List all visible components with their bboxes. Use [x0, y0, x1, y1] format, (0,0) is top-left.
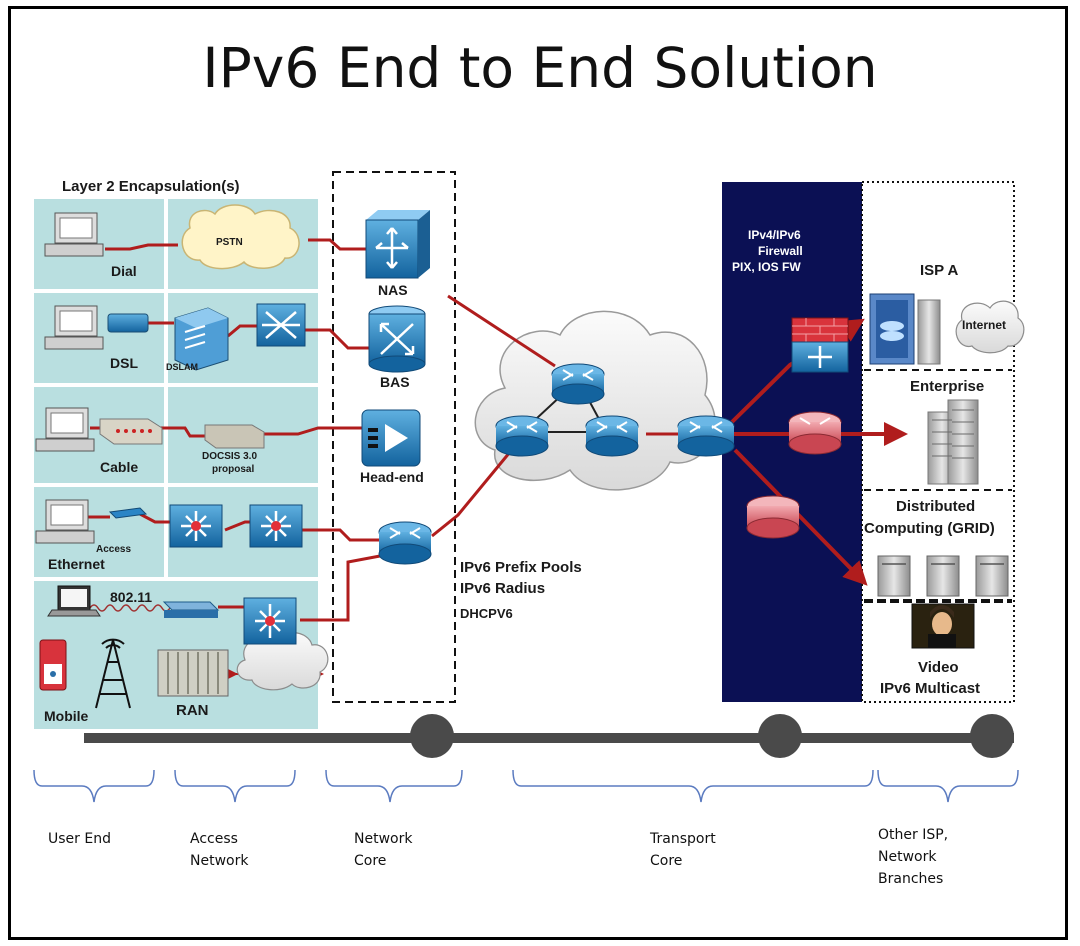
ran-rack-icon [157, 649, 229, 697]
enterprise-router-icon [788, 411, 842, 455]
docsis-label-line2: proposal [212, 464, 255, 475]
grid-label-line2: Computing (GRID) [864, 520, 995, 537]
access-switch-icon [108, 507, 148, 519]
isp-building-icon [917, 299, 941, 365]
ran-label: RAN [176, 702, 209, 719]
segment-transport-line1: Transport [650, 831, 716, 847]
dslam-icon [174, 307, 229, 371]
bas-label: BAS [380, 374, 410, 390]
access-point-icon [162, 601, 220, 618]
segment-transport-line2: Core [650, 853, 683, 869]
segment-access-network: Access Network [190, 828, 248, 872]
video-label-line2: IPv6 Multicast [880, 680, 981, 697]
mobile-phone-icon [39, 639, 67, 691]
firewall-label-line2: Firewall [758, 244, 803, 258]
timeline-bar [84, 714, 1014, 758]
dslam-label: DSLAM [166, 362, 198, 372]
headend-icon [361, 409, 421, 467]
laptop-icon [47, 585, 101, 617]
nas-icon [365, 210, 430, 279]
dhcp-label: DHCPV6 [460, 606, 513, 621]
segment-other-line3: Branches [878, 871, 944, 887]
grid-label-line1: Distributed [896, 498, 976, 515]
video-thumbnail [911, 603, 975, 649]
docsis-label-line1: DOCSIS 3.0 [202, 451, 258, 462]
ethernet-computer-icon [35, 499, 95, 544]
dial-computer-icon [44, 212, 104, 257]
prefix-pools-label: IPv6 Prefix Pools [460, 559, 582, 576]
mobile-label: Mobile [44, 708, 89, 724]
antenna-tower-icon [95, 638, 131, 709]
cable-label: Cable [100, 459, 139, 475]
ethernet-switch-2-icon [249, 504, 303, 548]
segment-network-core: Network Core [354, 828, 412, 872]
dsl-label: DSL [110, 355, 138, 371]
access-label: Access [96, 544, 132, 555]
aggregation-router-icon [378, 521, 432, 565]
grid-servers-icon [877, 555, 1009, 597]
cable-computer-icon [35, 407, 95, 452]
ethernet-switch-1-icon [169, 504, 223, 548]
docsis-box-icon [204, 424, 265, 449]
segment-braces [33, 769, 1019, 803]
grid-router-icon [746, 495, 800, 539]
edge-router-icon [677, 415, 735, 457]
isp-a-label: ISP A [920, 262, 959, 279]
pstn-label: PSTN [216, 237, 243, 248]
dsl-computer-icon [44, 305, 104, 350]
headend-label: Head-end [360, 469, 424, 485]
segment-other-line2: Network [878, 849, 937, 865]
network-links [84, 238, 678, 622]
layer2-label: Layer 2 Encapsulation(s) [62, 178, 240, 195]
firewall-icon [791, 317, 849, 373]
cable-modem-icon [99, 418, 163, 445]
enterprise-label: Enterprise [910, 378, 985, 395]
segment-other-isp: Other ISP, Network Branches [878, 824, 948, 890]
dsl-modem-icon [107, 313, 149, 333]
segment-netcore-line2: Core [354, 853, 387, 869]
dsl-switch-icon [256, 303, 306, 347]
core-router-left-icon [495, 415, 549, 457]
segment-transport-core: Transport Core [650, 828, 716, 872]
pstn-cloud [181, 204, 300, 270]
enterprise-building-icon [927, 399, 979, 485]
segment-access-line2: Network [190, 853, 249, 869]
segment-other-line1: Other ISP, [878, 827, 949, 843]
nas-label: NAS [378, 282, 408, 298]
segment-netcore-line1: Network [354, 831, 413, 847]
firewall-label-line3: PIX, IOS FW [732, 260, 801, 274]
segment-user-end-label: User End [48, 831, 111, 847]
other-isp-box [861, 181, 1015, 703]
segment-user-end: User End [48, 828, 111, 850]
ethernet-label: Ethernet [48, 556, 105, 572]
bas-icon [368, 305, 426, 373]
radius-label: IPv6 Radius [460, 580, 546, 597]
wifi-switch-icon [243, 597, 297, 645]
wifi-label: 802.11 [110, 589, 153, 605]
dial-label: Dial [111, 263, 137, 279]
slide-title: IPv6 End to End Solution [202, 36, 878, 100]
core-router-right-icon [585, 415, 639, 457]
internet-label: Internet [962, 318, 1007, 332]
segment-access-line1: Access [190, 831, 238, 847]
core-router-top-icon [551, 363, 605, 405]
video-label-line1: Video [918, 659, 959, 676]
firewall-label-line1: IPv4/IPv6 [748, 228, 801, 242]
internet-cloud [955, 300, 1025, 354]
isp-server-icon [869, 293, 915, 365]
